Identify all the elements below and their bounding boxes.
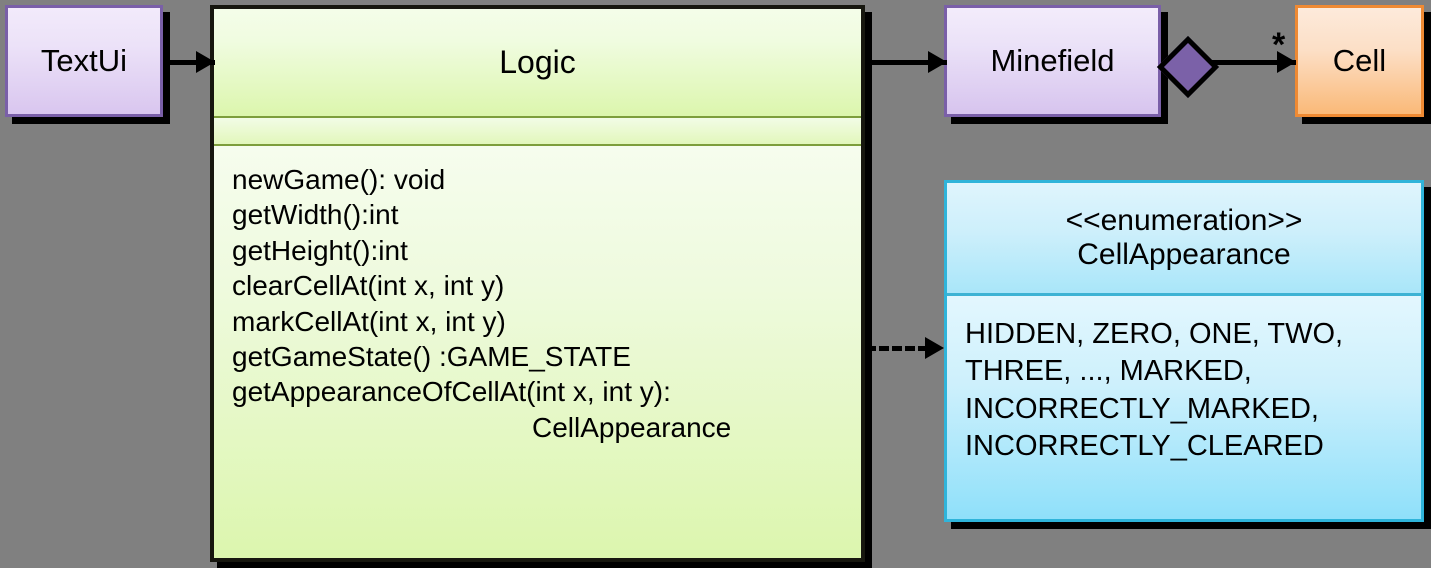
dependency-line-logic-cellappearance: [866, 346, 928, 351]
class-box-cell[interactable]: Cell: [1295, 5, 1424, 117]
enum-values-line-2: THREE, ..., MARKED,: [965, 355, 1252, 388]
arrowhead-textui-logic: [196, 51, 215, 73]
method-get-game-state: getGameState() :GAME_STATE: [232, 341, 631, 373]
composition-line-minefield-cell: [1210, 60, 1296, 65]
enum-values-compartment: HIDDEN, ZERO, ONE, TWO, THREE, ..., MARK…: [947, 296, 1421, 519]
method-get-height: getHeight():int: [232, 234, 408, 266]
enum-name-label: CellAppearance: [1077, 238, 1291, 271]
method-new-game: newGame(): void: [232, 164, 446, 195]
class-name-cell: Cell: [1332, 42, 1387, 78]
class-box-minefield[interactable]: Minefield: [944, 5, 1161, 117]
class-box-cell-appearance-enum[interactable]: <<enumeration>> CellAppearance HIDDEN, Z…: [944, 180, 1424, 522]
class-name-logic: Logic: [214, 9, 861, 118]
arrowhead-logic-minefield: [928, 51, 947, 73]
method-mark-cell-at: markCellAt(int x, int y): [232, 305, 506, 337]
class-methods-compartment-logic: newGame(): void getWidth():int getHeight…: [214, 146, 861, 558]
class-attributes-compartment-logic: [214, 118, 861, 146]
method-get-appearance-of-cell-at-return-type: CellAppearance: [532, 411, 732, 443]
method-get-width: getWidth():int: [232, 199, 399, 231]
enum-values-line-4: INCORRECTLY_CLEARED: [965, 430, 1324, 463]
class-name-minefield: Minefield: [990, 42, 1115, 78]
enum-values-line-1: HIDDEN, ZERO, ONE, TWO,: [965, 318, 1344, 350]
multiplicity-label-cell: *: [1272, 26, 1286, 64]
class-box-logic[interactable]: Logic newGame(): void getWidth():int get…: [210, 5, 865, 562]
association-line-logic-minefield: [865, 60, 947, 65]
association-line-textui-logic: [163, 60, 215, 65]
enum-stereotype-label: <<enumeration>>: [1065, 204, 1303, 238]
method-get-appearance-of-cell-at: getAppearanceOfCellAt(int x, int y):: [232, 376, 671, 408]
method-clear-cell-at: clearCellAt(int x, int y): [232, 270, 505, 302]
arrowhead-minefield-cell: [1277, 51, 1296, 73]
class-box-textui[interactable]: TextUi: [5, 5, 163, 117]
arrowhead-logic-cellappearance: [925, 337, 944, 359]
composition-diamond-minefield-cell: [1156, 35, 1220, 99]
enum-header-cell-appearance: <<enumeration>> CellAppearance: [947, 183, 1421, 296]
enum-values-line-3: INCORRECTLY_MARKED,: [965, 392, 1319, 425]
class-name-textui: TextUi: [40, 42, 128, 78]
